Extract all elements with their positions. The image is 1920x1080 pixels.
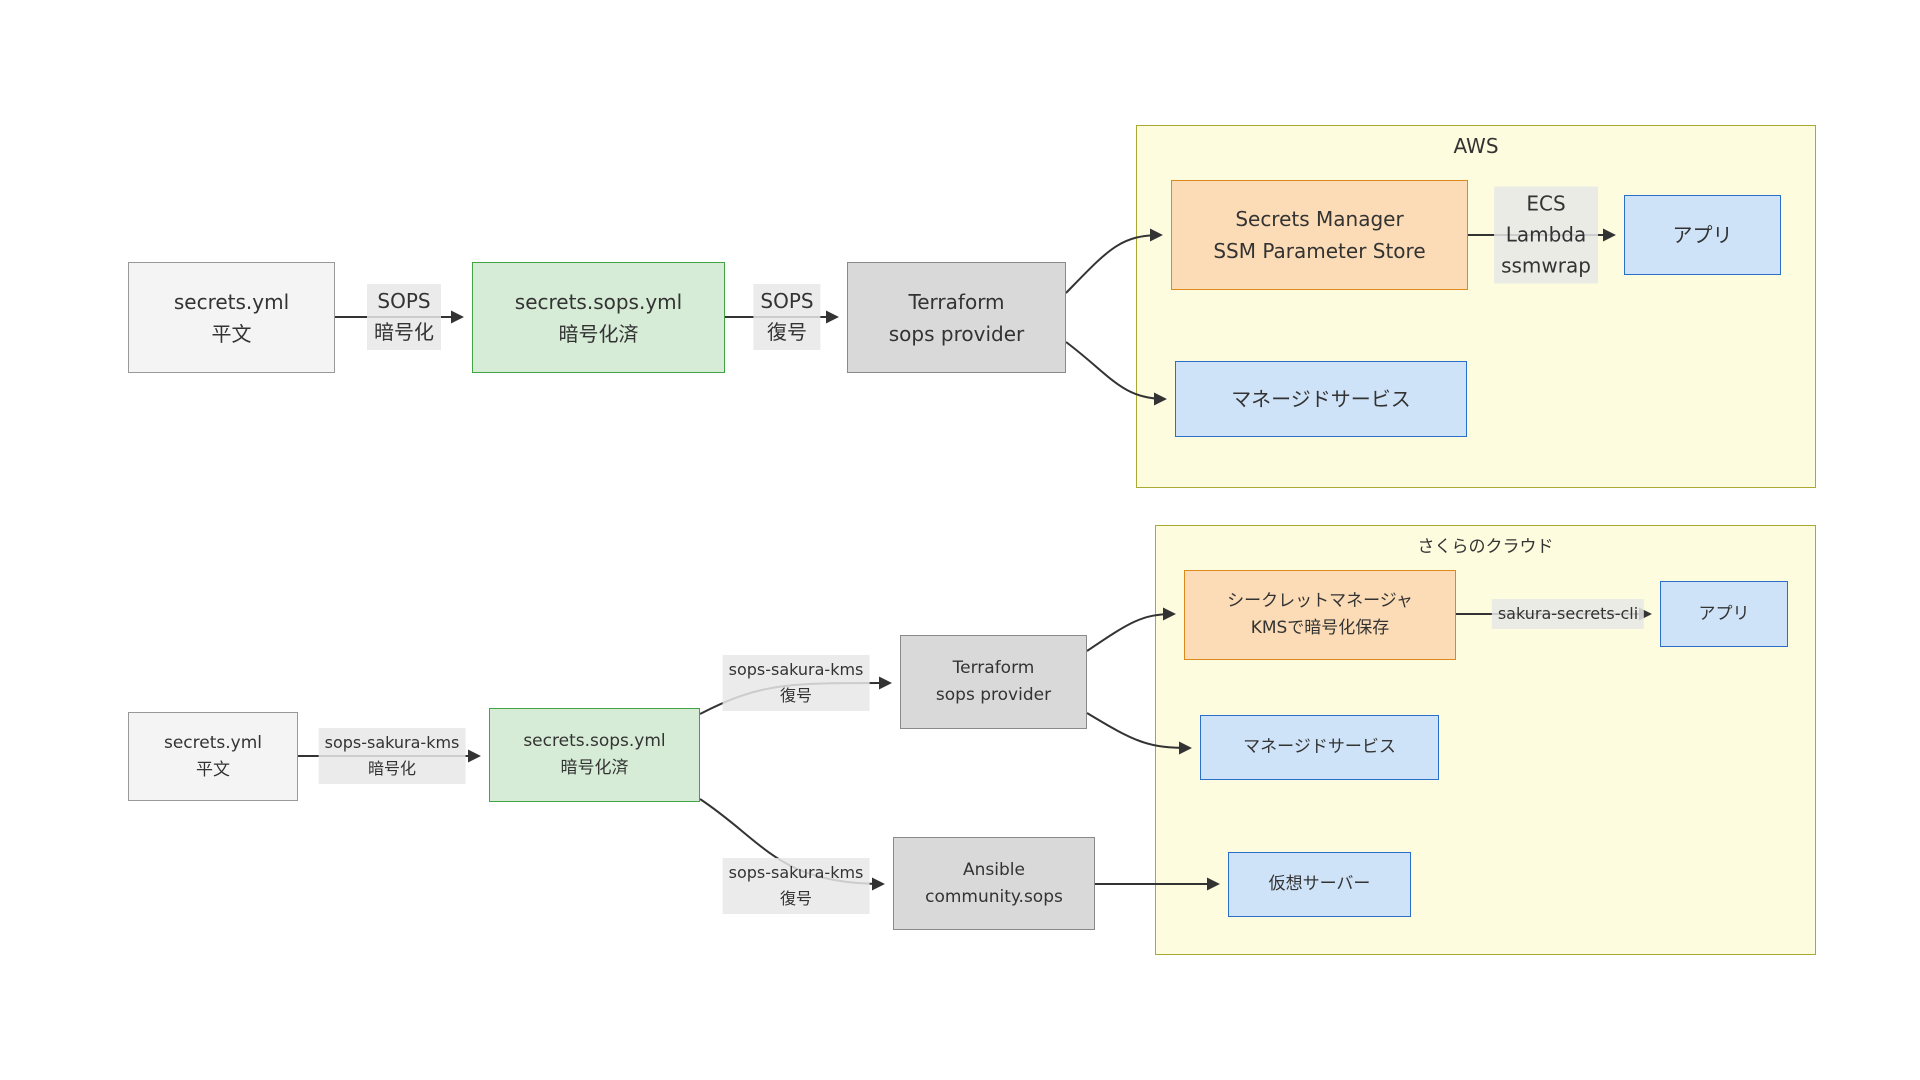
node-label: KMSで暗号化保存 xyxy=(1250,618,1390,638)
node-top-secrets-plain: secrets.yml 平文 xyxy=(128,262,335,373)
edge-label-top-encrypt: SOPS 暗号化 xyxy=(367,284,441,350)
node-bottom-ansible: Ansible community.sops xyxy=(893,837,1095,930)
node-top-terraform: Terraform sops provider xyxy=(847,262,1066,373)
node-bottom-secrets-encrypted: secrets.sops.yml 暗号化済 xyxy=(489,708,700,802)
node-top-secrets-manager: Secrets Manager SSM Parameter Store xyxy=(1171,180,1468,290)
node-label: secrets.sops.yml xyxy=(523,731,666,751)
edge-label-top-runtime: ECS Lambda ssmwrap xyxy=(1494,186,1598,284)
node-label: Ansible xyxy=(963,859,1025,880)
node-top-secrets-encrypted: secrets.sops.yml 暗号化済 xyxy=(472,262,725,373)
node-bottom-virtual-server: 仮想サーバー xyxy=(1228,852,1411,917)
node-label: マネージドサービス xyxy=(1231,387,1411,411)
node-label: secrets.yml xyxy=(163,732,262,753)
node-label: community.sops xyxy=(925,886,1063,907)
node-label: 平文 xyxy=(211,321,252,346)
node-bottom-secrets-plain: secrets.yml 平文 xyxy=(128,712,298,801)
edge-label-bottom-decrypt-ansible: sops-sakura-kms 復号 xyxy=(722,858,870,914)
sakura-cloud-container-title: さくらのクラウド xyxy=(1417,537,1554,557)
edge-label-bottom-cli: sakura-secrets-cli xyxy=(1491,599,1645,629)
node-top-app: アプリ xyxy=(1624,195,1781,275)
node-label: SSM Parameter Store xyxy=(1213,239,1426,263)
node-label: secrets.sops.yml xyxy=(514,289,683,314)
aws-container-title: AWS xyxy=(1453,134,1499,158)
node-label: 仮想サーバー xyxy=(1268,874,1371,894)
node-label: 暗号化済 xyxy=(560,758,629,778)
edge-label-bottom-encrypt: sops-sakura-kms 暗号化 xyxy=(318,728,466,784)
node-label: Terraform xyxy=(908,289,1005,314)
node-label: 暗号化済 xyxy=(558,321,639,346)
node-label: アプリ xyxy=(1672,223,1733,247)
node-label: 平文 xyxy=(196,759,230,780)
node-label: secrets.yml xyxy=(173,289,290,314)
node-label: sops provider xyxy=(888,321,1025,346)
node-label: マネージドサービス xyxy=(1243,737,1396,757)
node-label: シークレットマネージャ xyxy=(1227,591,1413,611)
node-bottom-secret-manager: シークレットマネージャ KMSで暗号化保存 xyxy=(1184,570,1456,660)
node-bottom-terraform: Terraform sops provider xyxy=(900,635,1087,729)
edge-label-bottom-decrypt-terraform: sops-sakura-kms 復号 xyxy=(722,655,870,711)
node-label: アプリ xyxy=(1698,603,1750,624)
node-label: sops provider xyxy=(935,685,1052,705)
node-top-managed-service: マネージドサービス xyxy=(1175,361,1467,437)
node-bottom-managed-service: マネージドサービス xyxy=(1200,715,1439,780)
edge-label-top-decrypt: SOPS 復号 xyxy=(753,284,821,350)
node-label: Secrets Manager xyxy=(1235,207,1404,231)
node-label: Terraform xyxy=(952,658,1035,678)
node-bottom-app: アプリ xyxy=(1660,581,1788,647)
